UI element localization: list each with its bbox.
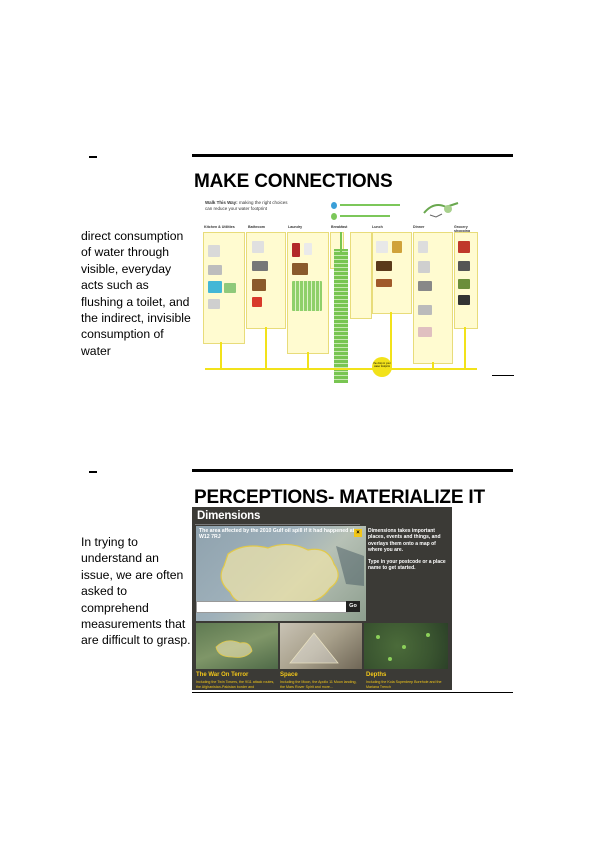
slide1-bullet-dash: [89, 156, 97, 158]
slide2-bottom-rule: [192, 692, 513, 694]
feature-desc-depths: Including the Kola Superdeep Borehole an…: [366, 680, 442, 689]
slide1-title: MAKE CONNECTIONS: [194, 171, 393, 192]
infographic-headline: Walk This Way: making the right choices …: [205, 200, 288, 211]
dimensions-app-title: Dimensions: [197, 510, 261, 522]
column-header-kitchen: Kitchen & Utilities: [204, 225, 235, 229]
feature-title-war-on-terror[interactable]: The War On Terror: [196, 672, 249, 678]
slide1-side-rule: [492, 375, 514, 377]
thumbnail-war-on-terror[interactable]: [196, 623, 278, 669]
go-button[interactable]: Go: [346, 601, 360, 612]
central-water-column: [334, 249, 348, 383]
thumbnail-space[interactable]: [280, 623, 362, 669]
slide2-bullet-dash: [89, 471, 97, 473]
water-drop-icon: [331, 202, 337, 209]
column-header-bathroom: Bathroom: [248, 225, 265, 229]
map-caption: The area affected by the 2010 Gulf oil s…: [199, 528, 355, 540]
dimensions-intro: Dimensions takes important places, event…: [368, 528, 441, 554]
dimensions-app-screenshot: Dimensions The area affected by the 2010…: [192, 507, 452, 690]
feature-desc-war-on-terror: Including the Twin Towers, the 9/11 atta…: [196, 680, 275, 689]
virtual-water-drop-icon: [331, 213, 337, 220]
water-footprint-infographic: Walk This Way: making the right choices …: [200, 197, 478, 383]
postcode-search-input[interactable]: [196, 601, 348, 613]
column-header-breakfast: Breakfast: [331, 225, 348, 229]
panel-getting-ready: [413, 232, 453, 364]
map-close-icon[interactable]: ×: [354, 529, 362, 537]
feature-desc-space: Including the Moon, the Apollo 11 Moon l…: [280, 680, 357, 689]
slide1-notes: direct consumption of water through visi…: [81, 229, 191, 358]
column-header-laundry: Laundry: [288, 225, 303, 229]
column-header-dinner: Dinner: [413, 225, 425, 229]
slide2-title: PERCEPTIONS- MATERIALIZE IT: [194, 487, 485, 508]
panel-lunch: [350, 232, 372, 319]
faucet-icon: [422, 199, 462, 219]
thumbnail-depths[interactable]: [364, 623, 448, 669]
column-header-grocery: Grocery shopping: [454, 225, 471, 233]
column-header-lunch: Lunch: [372, 225, 383, 229]
dimensions-instruction: Type in your postcode or a place name to…: [368, 559, 446, 572]
slide2-notes: In trying to understand an issue, we are…: [81, 535, 191, 648]
feature-title-depths[interactable]: Depths: [366, 672, 387, 678]
slide2-top-rule: [192, 469, 513, 472]
footprint-callout: the drop in your water footprint: [372, 357, 392, 377]
oil-spill-shape: [220, 543, 364, 610]
slide1-top-rule: [192, 154, 513, 157]
feature-title-space[interactable]: Space: [280, 672, 298, 678]
